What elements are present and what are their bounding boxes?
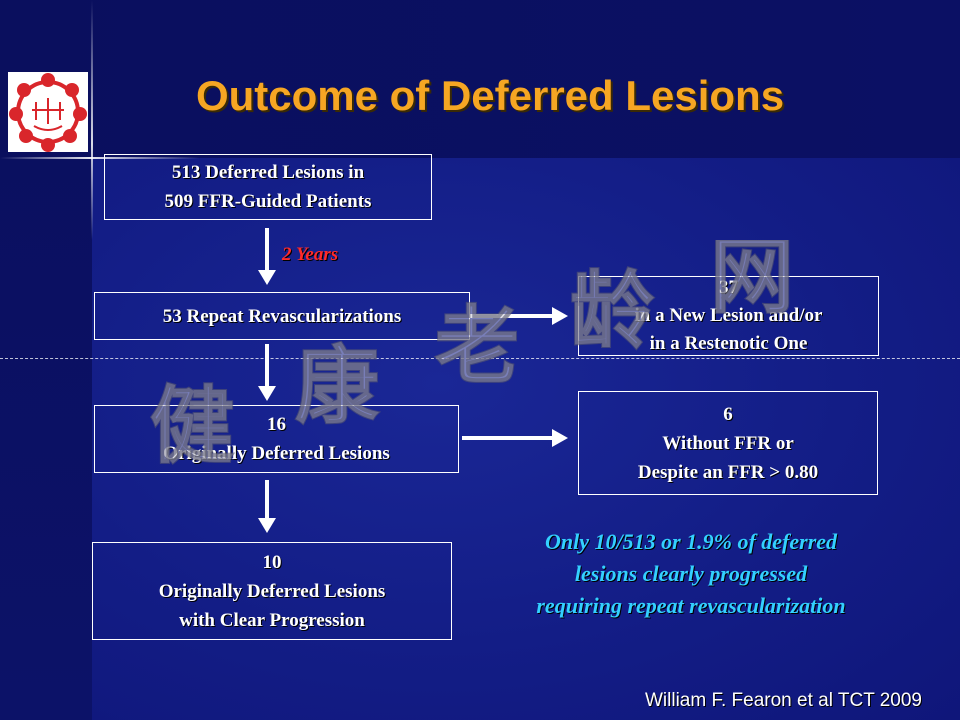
without-ffr-box: 6 Without FFR or Despite an FFR > 0.80 bbox=[578, 391, 878, 495]
box-line: 10 bbox=[262, 551, 282, 573]
summary-note: Only 10/513 or 1.9% of deferred lesions … bbox=[486, 526, 896, 622]
box-line: 16 bbox=[267, 414, 286, 435]
box-line: with Clear Progression bbox=[179, 609, 365, 631]
note-line: Only 10/513 or 1.9% of deferred bbox=[544, 529, 838, 554]
two-years-label: 2 Years bbox=[282, 244, 339, 265]
dashed-divider bbox=[0, 358, 960, 359]
clear-progression-box: 10 Originally Deferred Lesions with Clea… bbox=[92, 542, 452, 640]
arrow-down-icon bbox=[258, 480, 276, 533]
citation: William F. Fearon et al TCT 2009 bbox=[644, 690, 922, 711]
box-line: Despite an FFR > 0.80 bbox=[637, 461, 819, 483]
arrow-down-icon bbox=[258, 344, 276, 401]
arrow-right-icon bbox=[462, 429, 568, 447]
top-band bbox=[0, 0, 960, 158]
originally-deferred-box: 16 Originally Deferred Lesions bbox=[94, 405, 459, 473]
box-line: Originally Deferred Lesions bbox=[163, 443, 390, 464]
deferred-lesions-box: 513 Deferred Lesions in 509 FFR-Guided P… bbox=[104, 154, 432, 220]
arrow-right-icon bbox=[470, 307, 568, 325]
box-line: Originally Deferred Lesions bbox=[158, 580, 386, 602]
horizontal-accent-line bbox=[0, 157, 200, 159]
note-line: lesions clearly progressed bbox=[574, 561, 808, 586]
note-line: requiring repeat revascularization bbox=[536, 593, 846, 618]
box-line: 509 FFR-Guided Patients bbox=[164, 191, 372, 212]
slide-title: Outcome of Deferred Lesions bbox=[195, 72, 785, 119]
new-lesion-box: 37 in a New Lesion and/or in a Restenoti… bbox=[578, 276, 879, 356]
box-line: 6 bbox=[723, 403, 733, 425]
hospital-logo-icon bbox=[8, 72, 88, 152]
box-line: 37 bbox=[719, 277, 738, 298]
box-line: Without FFR or bbox=[662, 432, 794, 454]
vertical-accent-line bbox=[91, 0, 93, 240]
arrow-down-icon bbox=[258, 228, 276, 285]
repeat-revascularizations-box: 53 Repeat Revascularizations bbox=[94, 292, 470, 340]
box-line: in a Restenotic One bbox=[649, 333, 808, 354]
box-line: in a New Lesion and/or bbox=[634, 305, 823, 326]
box-line: 53 Repeat Revascularizations bbox=[162, 305, 402, 327]
box-line: 513 Deferred Lesions in bbox=[171, 162, 365, 183]
